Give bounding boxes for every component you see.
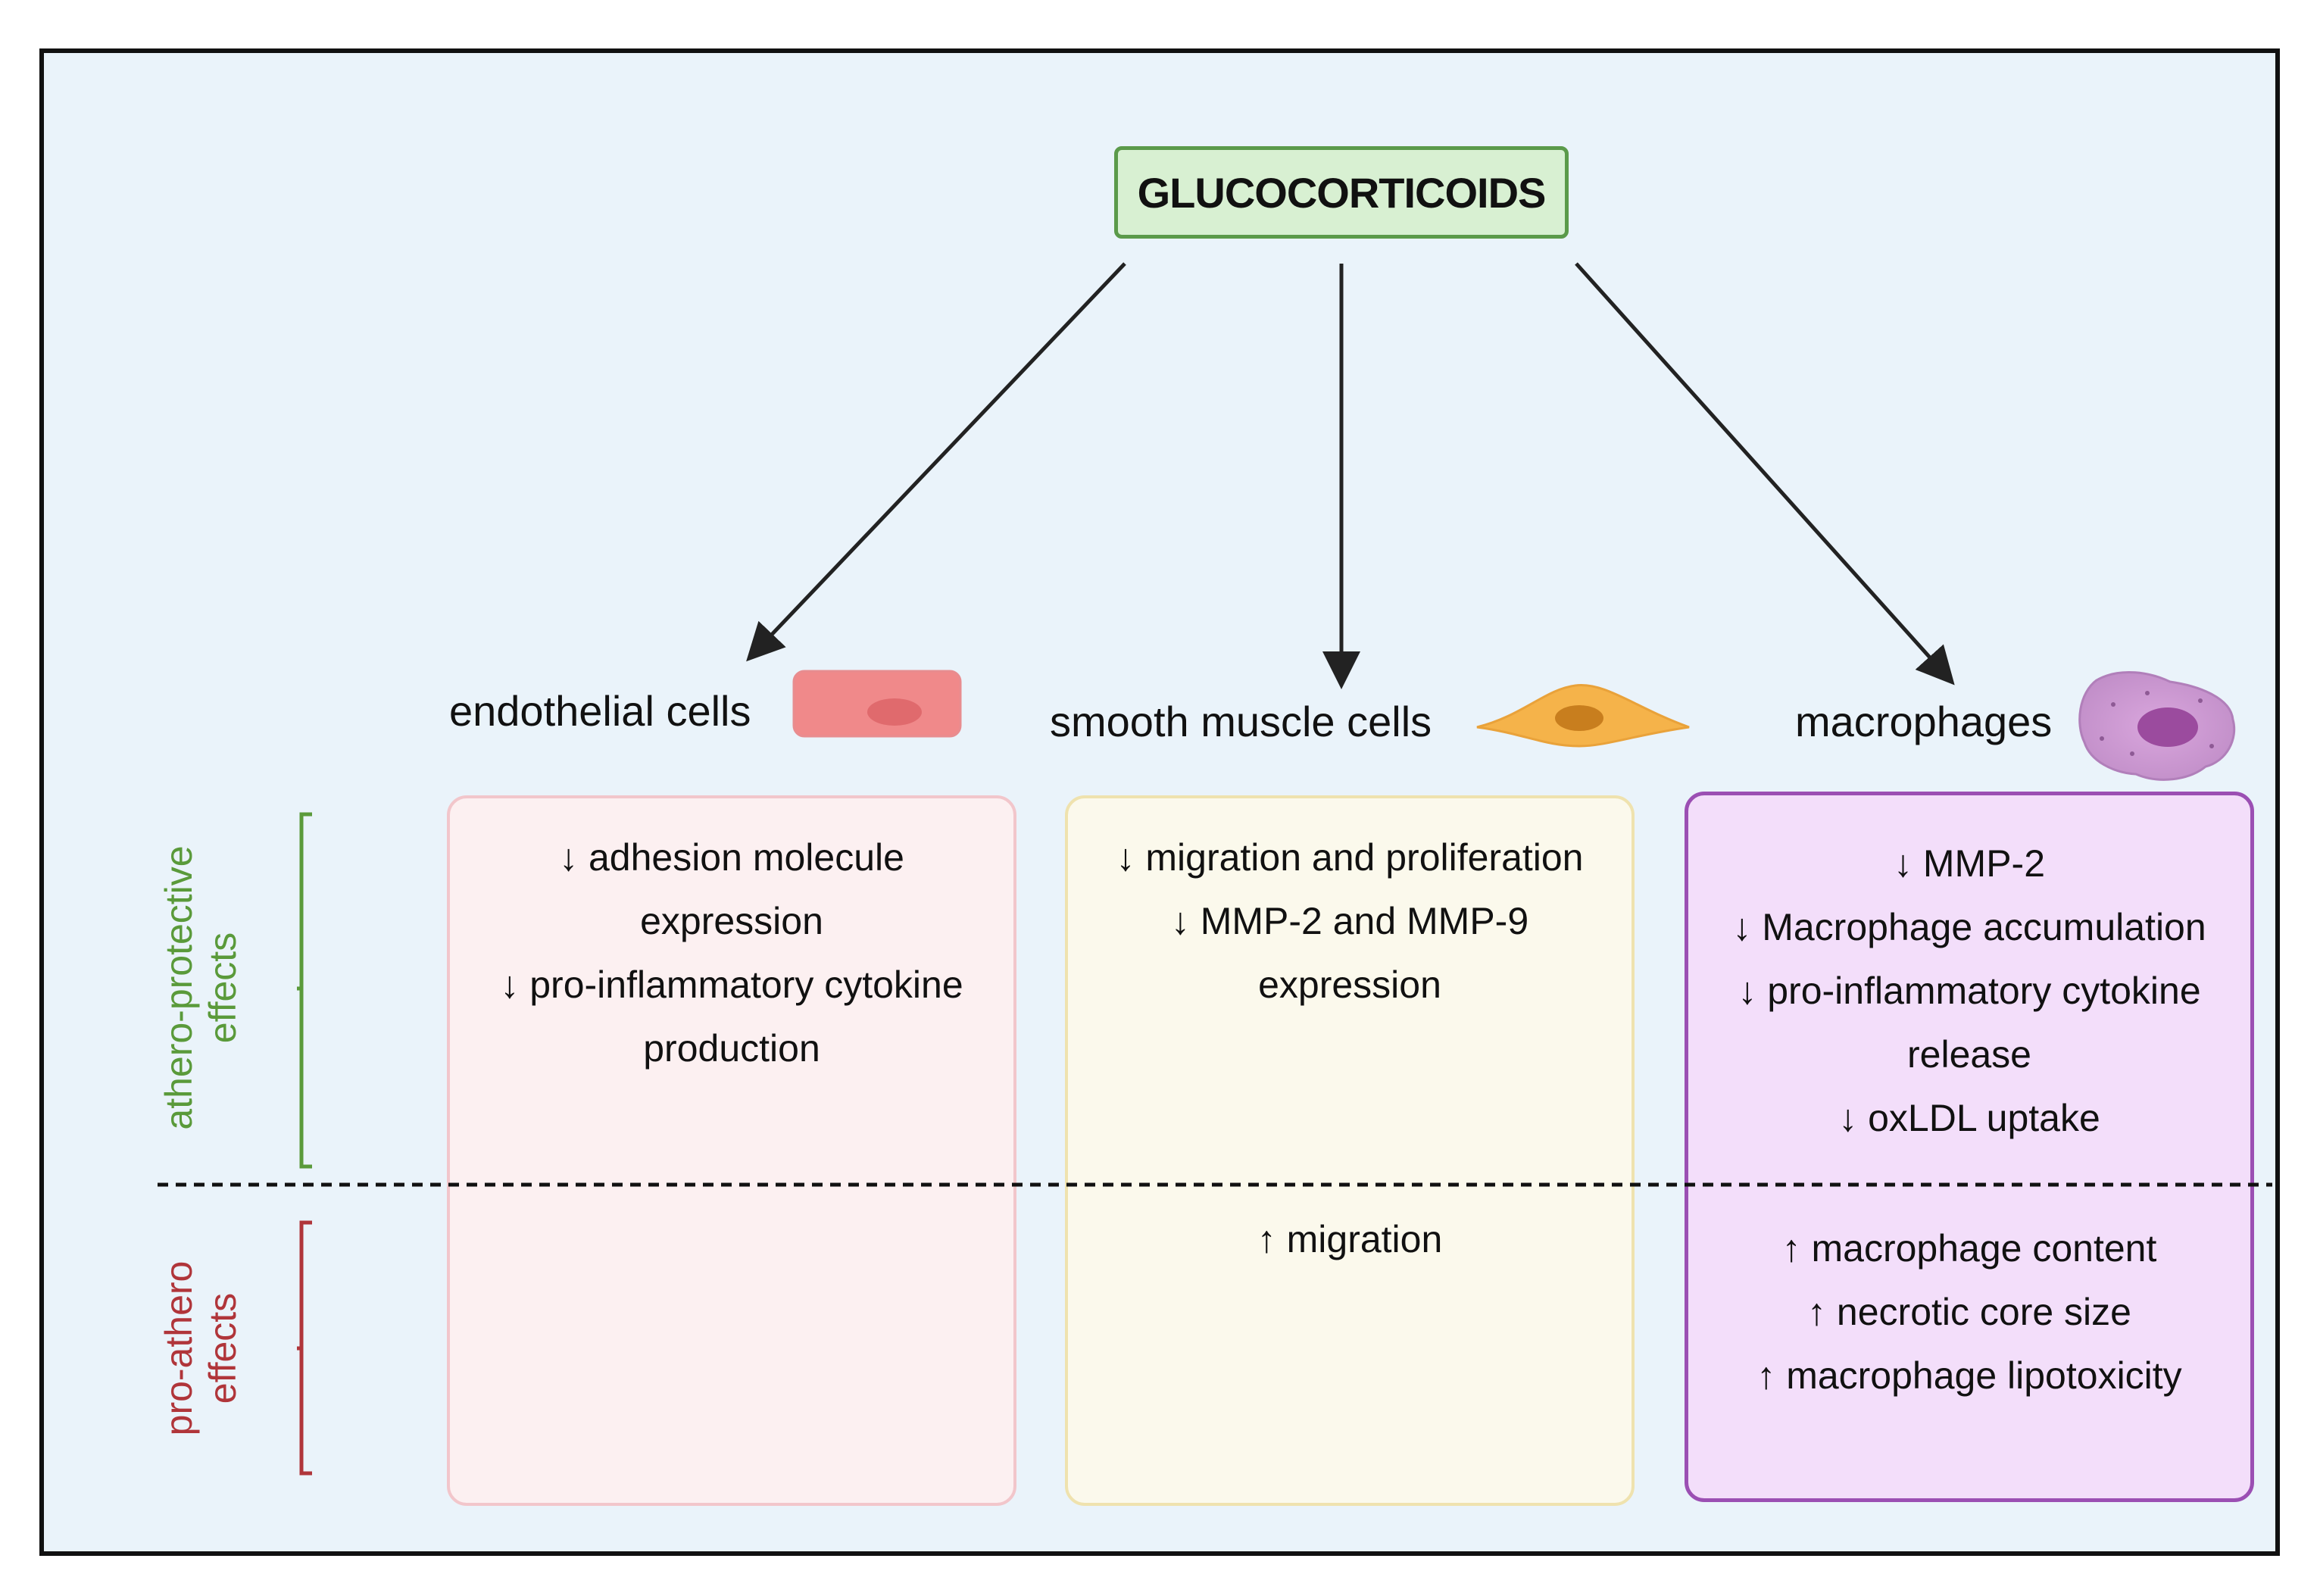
arrow-to-endothelial bbox=[746, 262, 1126, 662]
endothelial-protective-effects: ↓ adhesion molecule expression ↓ pro-inf… bbox=[450, 826, 1013, 1080]
effect-line: ↑ macrophage content bbox=[1781, 1227, 2157, 1270]
effect-line: expression bbox=[640, 900, 823, 942]
effect-line: production bbox=[643, 1027, 820, 1070]
smooth-muscle-pro-athero-effects: ↑ migration bbox=[1068, 1207, 1631, 1271]
effect-line: ↓ Macrophage accumulation bbox=[1732, 906, 2206, 948]
effect-line: expression bbox=[1258, 964, 1441, 1006]
smooth-muscle-cell-icon bbox=[1476, 684, 1690, 748]
smooth-muscle-protective-effects: ↓ migration and proliferation ↓ MMP-2 an… bbox=[1068, 826, 1631, 1017]
macrophage-cell-icon bbox=[2078, 671, 2236, 781]
pro-athero-label: pro-athero effects bbox=[157, 1235, 245, 1462]
effect-line: ↑ migration bbox=[1257, 1218, 1443, 1260]
athero-protective-label: athero-protective effects bbox=[157, 836, 245, 1139]
glucocorticoids-label: GLUCOCORTICOIDS bbox=[1137, 168, 1547, 217]
effect-line: release bbox=[1907, 1033, 2031, 1076]
endothelial-cell-icon bbox=[792, 670, 962, 738]
effect-line: ↑ necrotic core size bbox=[1807, 1291, 2131, 1333]
macrophages-label: macrophages bbox=[1795, 698, 2053, 745]
effect-line: ↓ pro-inflammatory cytokine bbox=[1738, 970, 2201, 1012]
arrow-to-macrophages bbox=[1575, 262, 1955, 686]
effect-line: ↑ macrophage lipotoxicity bbox=[1756, 1354, 2182, 1397]
effect-line: ↓ adhesion molecule bbox=[559, 836, 904, 879]
athero-protective-line2: effects bbox=[201, 932, 244, 1044]
smooth-muscle-effects-panel: ↓ migration and proliferation ↓ MMP-2 an… bbox=[1065, 795, 1635, 1506]
smooth-muscle-cells-label: smooth muscle cells bbox=[1050, 698, 1432, 745]
effect-line: ↓ oxLDL uptake bbox=[1838, 1097, 2100, 1139]
endothelial-effects-panel: ↓ adhesion molecule expression ↓ pro-inf… bbox=[447, 795, 1016, 1506]
endothelial-cells-label: endothelial cells bbox=[449, 687, 751, 735]
pro-athero-line1: pro-athero bbox=[158, 1260, 200, 1436]
macrophage-protective-effects: ↓ MMP-2 ↓ Macrophage accumulation ↓ pro-… bbox=[1688, 832, 2250, 1150]
athero-protective-bracket bbox=[297, 812, 312, 1169]
effect-line: ↓ pro-inflammatory cytokine bbox=[500, 964, 963, 1006]
effect-line: ↓ MMP-2 bbox=[1894, 842, 2045, 885]
athero-protective-line1: athero-protective bbox=[158, 845, 200, 1130]
pro-athero-bracket bbox=[297, 1220, 312, 1476]
effect-line: ↓ migration and proliferation bbox=[1116, 836, 1584, 879]
pro-athero-line2: effects bbox=[201, 1292, 244, 1404]
effect-line: ↓ MMP-2 and MMP-9 bbox=[1170, 900, 1529, 942]
macrophage-effects-panel: ↓ MMP-2 ↓ Macrophage accumulation ↓ pro-… bbox=[1685, 792, 2254, 1502]
glucocorticoids-box: GLUCOCORTICOIDS bbox=[1114, 146, 1569, 239]
macrophage-pro-athero-effects: ↑ macrophage content ↑ necrotic core siz… bbox=[1688, 1217, 2250, 1407]
